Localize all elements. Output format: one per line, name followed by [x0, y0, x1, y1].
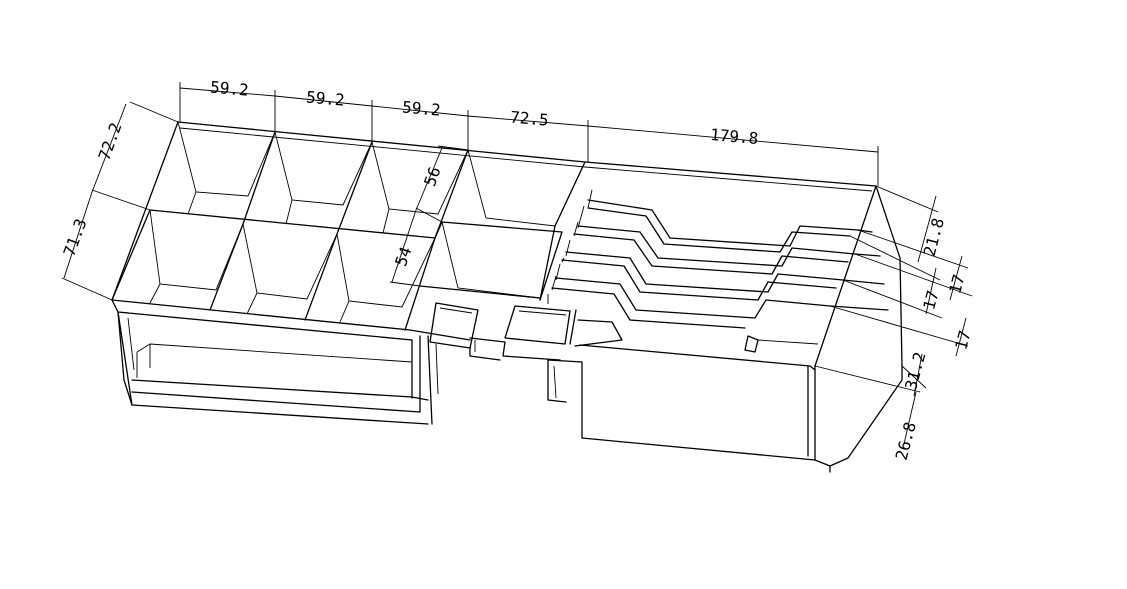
dim-right-3: 17: [919, 288, 942, 312]
dim-width-3: 59.2: [401, 97, 441, 119]
dim-right-1: 21.8: [920, 216, 948, 258]
dim-left-back: 72.2: [95, 120, 126, 163]
dim-right-4: 17: [951, 328, 974, 352]
dimension-lines: [61, 82, 973, 445]
coin-compartments-front: [111, 161, 586, 331]
dim-right-2: 17: [945, 272, 968, 296]
dimension-labels: 59.2 59.2 59.2 72.5 179.8 72.2 71.3 56 5…: [60, 77, 975, 462]
coin-compartments-back: [149, 121, 586, 239]
dim-width-2: 59.2: [305, 87, 345, 109]
tray-outline: [111, 121, 903, 367]
dim-width-4: 72.5: [509, 107, 549, 129]
dim-width-5: 179.8: [709, 125, 759, 148]
dim-inner-lower: 54: [391, 244, 415, 269]
dim-left-front: 71.3: [60, 216, 91, 259]
dim-width-1: 59.2: [209, 77, 249, 99]
front-body-left: [111, 299, 439, 425]
bill-compartment: [547, 189, 903, 473]
dim-right-5: 31.2: [901, 350, 929, 392]
dim-right-height: 26.8: [892, 420, 920, 462]
center-connector: [429, 302, 623, 361]
dim-inner-upper: 56: [420, 164, 444, 189]
